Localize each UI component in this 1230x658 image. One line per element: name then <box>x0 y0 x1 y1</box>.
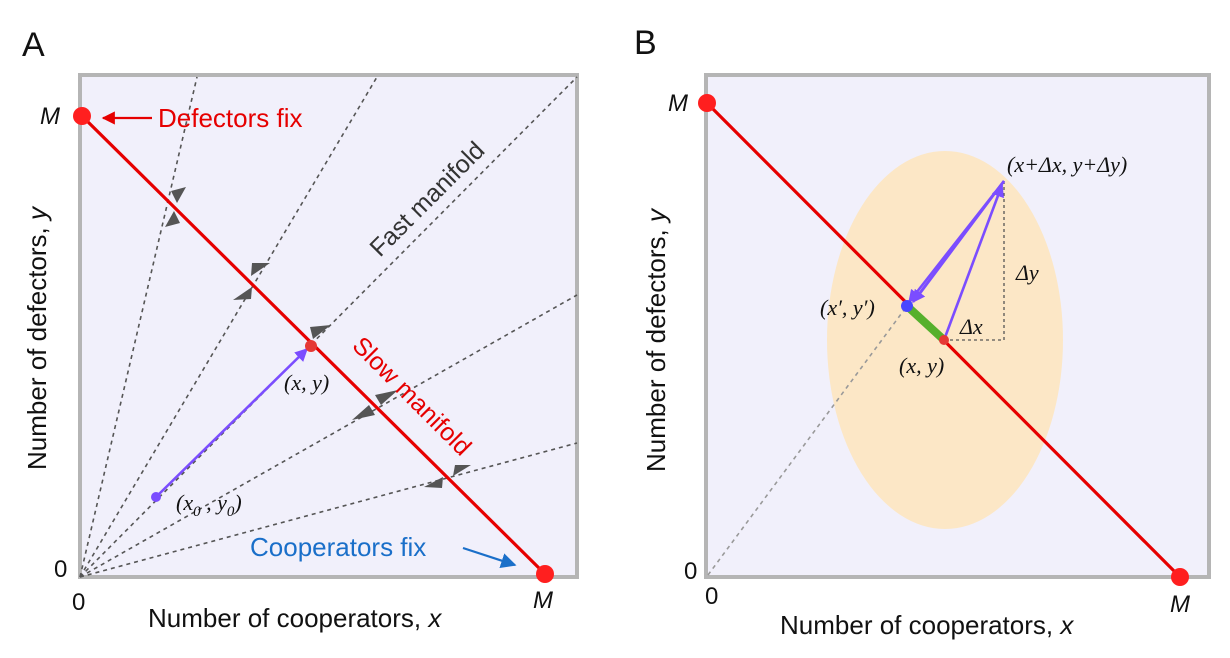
cooperators-fix-arrow <box>462 546 517 569</box>
panel-a: A <box>22 26 579 633</box>
delta-y-label: Δy <box>1015 260 1039 285</box>
x-axis-origin-tick: 0 <box>72 589 85 616</box>
delta-guides <box>944 181 1005 341</box>
point-xy-label: (x, y) <box>284 370 329 395</box>
y-axis-max-tick-b: M <box>668 90 688 117</box>
y-axis-origin-tick-b: 0 <box>684 558 697 585</box>
defectors-fix-point-b <box>698 94 716 112</box>
panel-a-letter: A <box>22 26 45 64</box>
projection-arrow <box>907 180 1006 304</box>
state-point-xy-b <box>939 335 949 345</box>
panel-b: B (x+Δx, y+Δy) (x′, y′) (x, y) Δx Δy <box>634 24 1211 640</box>
ray-arrowhead <box>424 477 443 488</box>
cooperators-fix-point-b <box>1171 568 1189 586</box>
ray-arrowhead <box>375 390 398 405</box>
y-axis-origin-tick: 0 <box>54 556 67 583</box>
trajectory-arrow <box>155 348 308 498</box>
delta-x-label: Δx <box>959 314 983 339</box>
ray-arrowhead <box>310 325 331 339</box>
x-axis-max-tick-b: M <box>1170 591 1190 618</box>
fast-ray-2 <box>79 76 378 578</box>
ray-arrowhead <box>453 465 471 476</box>
ray-arrowhead <box>171 187 186 203</box>
y-axis-title: Number of defectors, y <box>22 205 52 470</box>
point-xy-label-b: (x, y) <box>899 353 944 378</box>
fast-ray-5 <box>79 442 578 578</box>
x-axis-title: Number of cooperators, x <box>148 603 442 633</box>
x-axis-origin-tick-b: 0 <box>705 583 718 610</box>
cooperators-fix-label: Cooperators fix <box>250 532 426 562</box>
y-axis-max-tick: M <box>40 103 60 130</box>
x-axis-title-b: Number of cooperators, x <box>780 610 1074 640</box>
projected-point <box>901 300 913 312</box>
projected-point-label: (x′, y′) <box>820 295 875 320</box>
x-axis-max-tick: M <box>533 587 553 614</box>
fast-ray-arrowheads <box>165 187 471 488</box>
perturbation-arrow <box>942 183 1004 341</box>
state-point-xy <box>305 340 317 352</box>
y-axis-title-b: Number of defectors, y <box>641 207 671 472</box>
initial-point-label: (x0 , y0) <box>176 490 242 520</box>
cooperators-fix-point <box>536 565 554 583</box>
fast-manifold-rays <box>79 76 578 578</box>
defectors-fix-point <box>73 107 91 125</box>
projection-segment <box>904 303 947 343</box>
panel-b-letter: B <box>634 24 657 62</box>
ray-arrowhead <box>233 287 252 300</box>
ray-arrowhead <box>352 405 375 420</box>
initial-state-point <box>151 492 161 502</box>
ray-arrowhead <box>251 263 270 276</box>
ray-arrowhead <box>165 211 180 227</box>
fast-ray-3 <box>79 76 578 578</box>
fast-ray-1 <box>79 76 198 578</box>
perturbed-point-label: (x+Δx, y+Δy) <box>1007 152 1127 177</box>
defectors-fix-label: Defectors fix <box>158 103 303 133</box>
